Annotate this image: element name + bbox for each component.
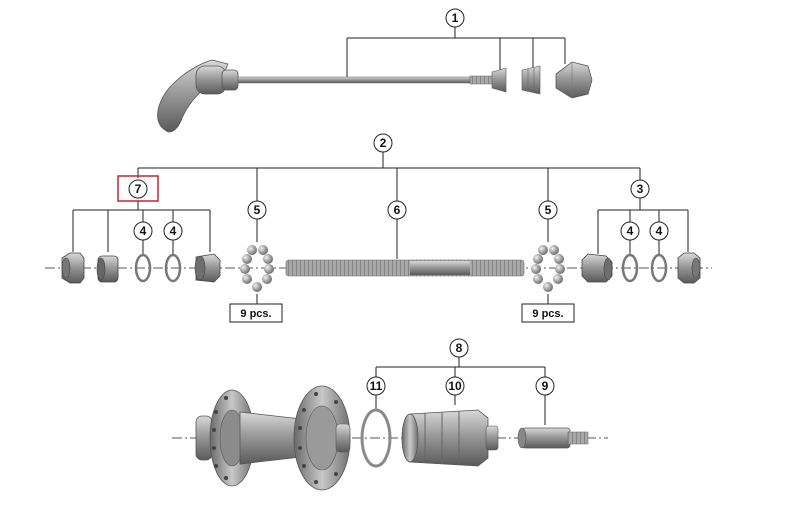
quick-release-cam [195, 65, 227, 95]
callout-4-left-b: 4 [163, 221, 183, 241]
svg-text:7: 7 [135, 182, 142, 196]
callout-7: 7 [117, 175, 159, 202]
svg-text:3: 3 [637, 182, 644, 196]
svg-text:4: 4 [656, 224, 663, 238]
callout-2: 2 [373, 133, 393, 153]
callout-10: 10 [445, 376, 465, 396]
svg-text:4: 4 [170, 224, 177, 238]
quantity-label-right: 9 pcs. [521, 303, 575, 323]
svg-text:5: 5 [254, 203, 261, 217]
callout-1: 1 [445, 8, 465, 28]
callout-4-right-a: 4 [620, 221, 640, 241]
svg-text:6: 6 [394, 203, 401, 217]
spring-small [491, 67, 507, 93]
washer-right-1 [621, 253, 639, 283]
svg-text:8: 8 [456, 341, 463, 355]
callout-6: 6 [387, 200, 407, 220]
quantity-label-left: 9 pcs. [229, 303, 283, 323]
hub-axle [285, 259, 525, 277]
washer-right-2 [650, 253, 668, 283]
callout-9: 9 [535, 376, 555, 396]
callout-7-highlight-box [117, 175, 159, 202]
svg-text:4: 4 [627, 224, 634, 238]
adjusting-nut [555, 61, 593, 99]
svg-text:11: 11 [370, 379, 383, 393]
hub-shell [195, 385, 351, 491]
freehub-body [401, 409, 499, 467]
callout-5-left: 5 [247, 200, 267, 220]
quick-release-rod [237, 76, 497, 84]
ball-bearings-right [531, 245, 565, 292]
freehub-bolt [517, 427, 589, 449]
callout-11: 11 [366, 376, 386, 396]
svg-text:9 pcs.: 9 pcs. [532, 308, 563, 320]
svg-text:5: 5 [545, 203, 552, 217]
svg-text:4: 4 [140, 224, 147, 238]
callout-8: 8 [449, 338, 469, 358]
hub-axle-assembly-group: 9 pcs. 9 pcs. 2 7 5 6 5 3 [45, 133, 712, 323]
quick-release-group: 1 [157, 8, 593, 133]
svg-text:9: 9 [542, 379, 549, 393]
callout-3: 3 [630, 179, 650, 199]
svg-text:2: 2 [380, 136, 387, 150]
freehub-spacer-ring [360, 408, 392, 468]
callout-4-left-a: 4 [133, 221, 153, 241]
washer-left-1 [134, 253, 152, 283]
ball-bearings-left [240, 245, 274, 292]
spring-large [521, 65, 541, 95]
svg-text:1: 1 [452, 11, 459, 25]
hub-body-group: 8 11 10 9 [172, 338, 608, 491]
svg-text:10: 10 [448, 379, 462, 393]
svg-text:9 pcs.: 9 pcs. [240, 308, 271, 320]
washer-left-2 [164, 253, 182, 283]
callout-5-right: 5 [538, 200, 558, 220]
callout-4-right-b: 4 [649, 221, 669, 241]
